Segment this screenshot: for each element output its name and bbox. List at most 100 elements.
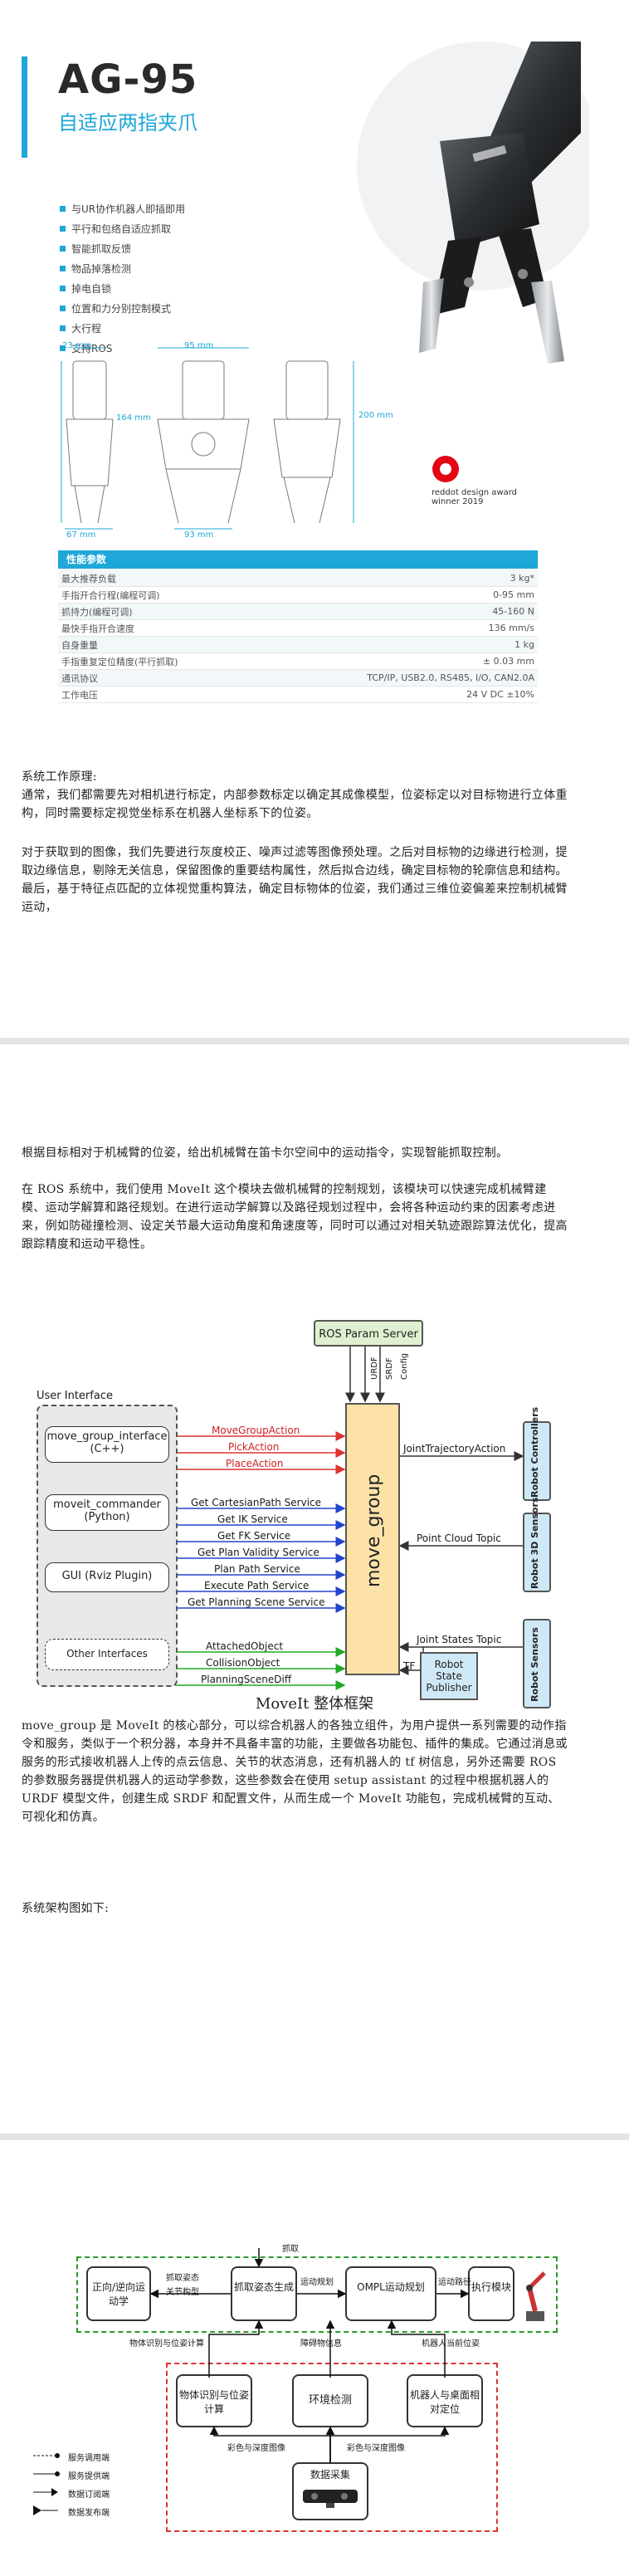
spec-key: 最大推荐负载 [58, 570, 257, 587]
dim-label: 93 mm [184, 530, 214, 540]
spec-key: 通讯协议 [58, 669, 257, 687]
spec-key: 抓持力(编程可调) [58, 603, 257, 620]
ui-item-box: GUI (Rviz Plugin) [45, 1562, 169, 1592]
action-label: PlaceAction [226, 1458, 284, 1469]
service-label: Get IK Service [217, 1513, 288, 1525]
arch-label: 运动规划 [300, 2278, 334, 2287]
feature-item: 平行和包络自适应抓取 [58, 219, 185, 239]
section-heading: 系统工作原理: [22, 770, 97, 784]
feature-item: 大行程 [58, 319, 185, 339]
spec-value: TCP/IP, USB2.0, RS485, I/O, CAN2.0A [256, 669, 538, 687]
feature-item: 掉电自锁 [58, 279, 185, 299]
legend-item: 服务提供端 [68, 2472, 110, 2481]
table-row: 手指重复定位精度(平行抓取)± 0.03 mm [58, 653, 538, 670]
robot-table-label: 机器人与桌面相对定位 [409, 2389, 480, 2415]
legend-item: 服务调用端 [68, 2454, 110, 2463]
page-separator [0, 2134, 629, 2140]
topic-label: CollisionObject [206, 1657, 280, 1669]
title-accent-bar [22, 56, 27, 158]
paragraph: 对于获取到的图像，我们先要进行灰度校正、噪声过滤等图像预处理。之后对目标物的边缘… [22, 846, 568, 914]
kinematics-label: 正向/逆向运动学 [91, 2281, 146, 2307]
camera-icon [303, 2490, 358, 2508]
page-separator [0, 1038, 629, 1044]
ui-item-label: moveit_commander (Python) [53, 1498, 161, 1523]
legend-item: 数据订阅端 [68, 2490, 110, 2500]
spec-value: 3 kg* [256, 570, 538, 587]
robot-arm-icon [526, 2271, 546, 2321]
param-topic-label: URDF [370, 1356, 379, 1380]
feature-item: 物品掉落检测 [58, 259, 185, 279]
grasp-gen-box: 抓取姿态生成 [231, 2266, 297, 2321]
legend-symbols [33, 2453, 60, 2515]
dimension-drawing [61, 347, 354, 530]
param-server-label: ROS Param Server [319, 1328, 418, 1341]
gripper-product-image [357, 42, 589, 364]
award-brand: reddot design award [432, 488, 518, 497]
ompl-label: OMPL运动规划 [357, 2281, 425, 2293]
ui-item-label: move_group_interface (C++) [46, 1430, 168, 1455]
service-label: Get Planning Scene Service [188, 1596, 325, 1608]
move-group-label: move_group [363, 1474, 384, 1587]
feature-item: 与UR协作机器人即插即用 [58, 199, 185, 219]
execution-label: 执行模块 [471, 2281, 511, 2293]
planning-group-frame [76, 2256, 558, 2333]
spec-value: 136 mm/s [256, 619, 538, 637]
legend: 服务调用端 服务提供端 数据订阅端 数据发布端 [30, 2449, 154, 2524]
spec-key: 工作电压 [58, 686, 257, 703]
table-row: 抓持力(编程可调)45-160 N [58, 603, 538, 620]
arch-label: 机器人当前位姿 [422, 2339, 480, 2349]
spec-key: 自身重量 [58, 636, 257, 653]
ui-title: User Interface [37, 1390, 113, 1402]
topic-label: PlanningSceneDiff [201, 1674, 292, 1685]
paragraph: 通常，我们都需要先对相机进行标定，内部参数标定以确定其成像模型，位姿标定以对目标… [22, 789, 568, 820]
ui-item-label: Other Interfaces [66, 1648, 148, 1659]
env-detect-label: 环境检测 [308, 2394, 352, 2407]
spec-value: 0-95 mm [256, 586, 538, 604]
robot-state-publisher-box: Robot State Publisher [420, 1652, 478, 1700]
point-cloud-label: Point Cloud Topic [417, 1532, 501, 1544]
dim-label: 200 mm [358, 411, 393, 420]
arch-label: 运动路径 [438, 2278, 471, 2287]
object-detect-box: 物体识别与位姿计算 [176, 2374, 252, 2427]
dim-label: 23 mm [62, 341, 92, 350]
legend-item: 数据发布端 [68, 2509, 110, 2518]
feature-list: 与UR协作机器人即插即用 平行和包络自适应抓取 智能抓取反馈 物品掉落检测 掉电… [58, 199, 185, 359]
architecture-arrows [149, 2248, 470, 2462]
spec-value: ± 0.03 mm [256, 653, 538, 670]
service-label: Get FK Service [217, 1530, 291, 1542]
spec-title: 性能参数 [58, 550, 538, 569]
ui-item-label: GUI (Rviz Plugin) [61, 1570, 153, 1582]
paragraph: 在 ROS 系统中，我们使用 MoveIt 这个模块去做机械臂的控制规划，该模块… [22, 1183, 568, 1251]
arch-label: 彩色与深度图像 [227, 2444, 285, 2453]
paragraph: 根据目标相对于机械臂的位姿，给出机械臂在笛卡尔空间中的运动指令，实现智能抓取控制… [22, 1146, 509, 1160]
arch-label: 障碍物信息 [300, 2339, 342, 2349]
reddot-logo-icon [432, 456, 459, 482]
object-detect-label: 物体识别与位姿计算 [178, 2389, 249, 2415]
spec-value: 1 kg [256, 636, 538, 653]
data-capture-label: 数据采集 [310, 2469, 350, 2481]
ui-item-box: Other Interfaces [45, 1639, 169, 1670]
product-model: AG-95 [58, 56, 198, 103]
dim-label: 95 mm [184, 341, 214, 350]
data-capture-box: 数据采集 [292, 2462, 368, 2520]
arch-label: 抓取姿态 [166, 2274, 199, 2283]
robot-sensors-box: Robot Sensors [523, 1619, 551, 1708]
feature-item: 位置和力分别控制模式 [58, 299, 185, 319]
ui-item-box: moveit_commander (Python) [45, 1494, 169, 1531]
spec-value: 24 V DC ±10% [256, 686, 538, 703]
service-label: Get Plan Validity Service [197, 1547, 319, 1558]
robot-3d-sensors-box: Robot 3D Sensors [523, 1498, 551, 1592]
arch-label: 物体识别与位姿计算 [129, 2339, 204, 2349]
spec-key: 最快手指开合速度 [58, 619, 257, 637]
robot-controllers-box: Robot Controllers [523, 1406, 551, 1501]
grasp-gen-label: 抓取姿态生成 [233, 2281, 294, 2293]
arch-label: 抓取 [282, 2245, 299, 2254]
robot-controllers-label: Robot Controllers [529, 1406, 540, 1498]
robot-state-publisher-label: Robot State Publisher [426, 1659, 472, 1694]
dim-label: 164 mm [116, 413, 151, 423]
move-group-box: move_group [345, 1403, 400, 1675]
